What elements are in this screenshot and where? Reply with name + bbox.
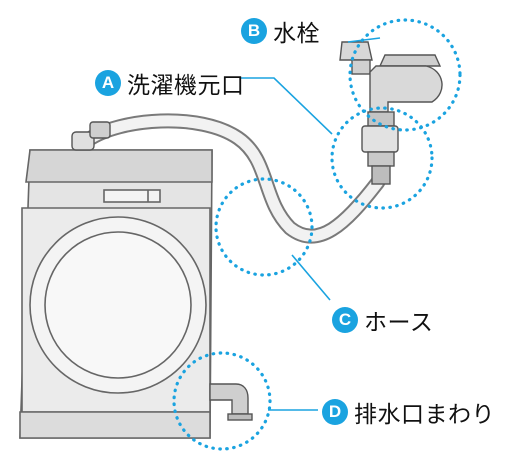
machine-inlet-fitting [71,121,111,151]
callout-a-label: 洗濯機元口 [127,73,245,99]
hose-highlight-circle [214,177,314,277]
callout-d-badge: D [322,399,348,425]
valve-highlight-circle [330,106,434,210]
control-panel-display [103,189,161,203]
callout-c-label: ホース [364,310,434,336]
callout-a-badge: A [95,70,121,96]
drain-pipe [209,383,253,421]
callout-b-badge: B [241,18,267,44]
faucet-highlight-circle [348,18,462,132]
washing-machine [19,149,213,439]
callout-b-label: 水栓 [273,21,320,47]
callout-c-badge: C [332,307,358,333]
callout-d: D 排水口まわり [322,395,495,429]
door-window [44,231,192,379]
callout-c: C ホース [332,303,433,337]
faucet [339,41,443,185]
leader-lines [240,37,381,411]
callout-a: A 洗濯機元口 [95,66,245,100]
callout-b: B 水栓 [241,14,320,48]
callout-d-label: 排水口まわり [354,402,495,428]
drain-highlight-circle [172,351,272,451]
